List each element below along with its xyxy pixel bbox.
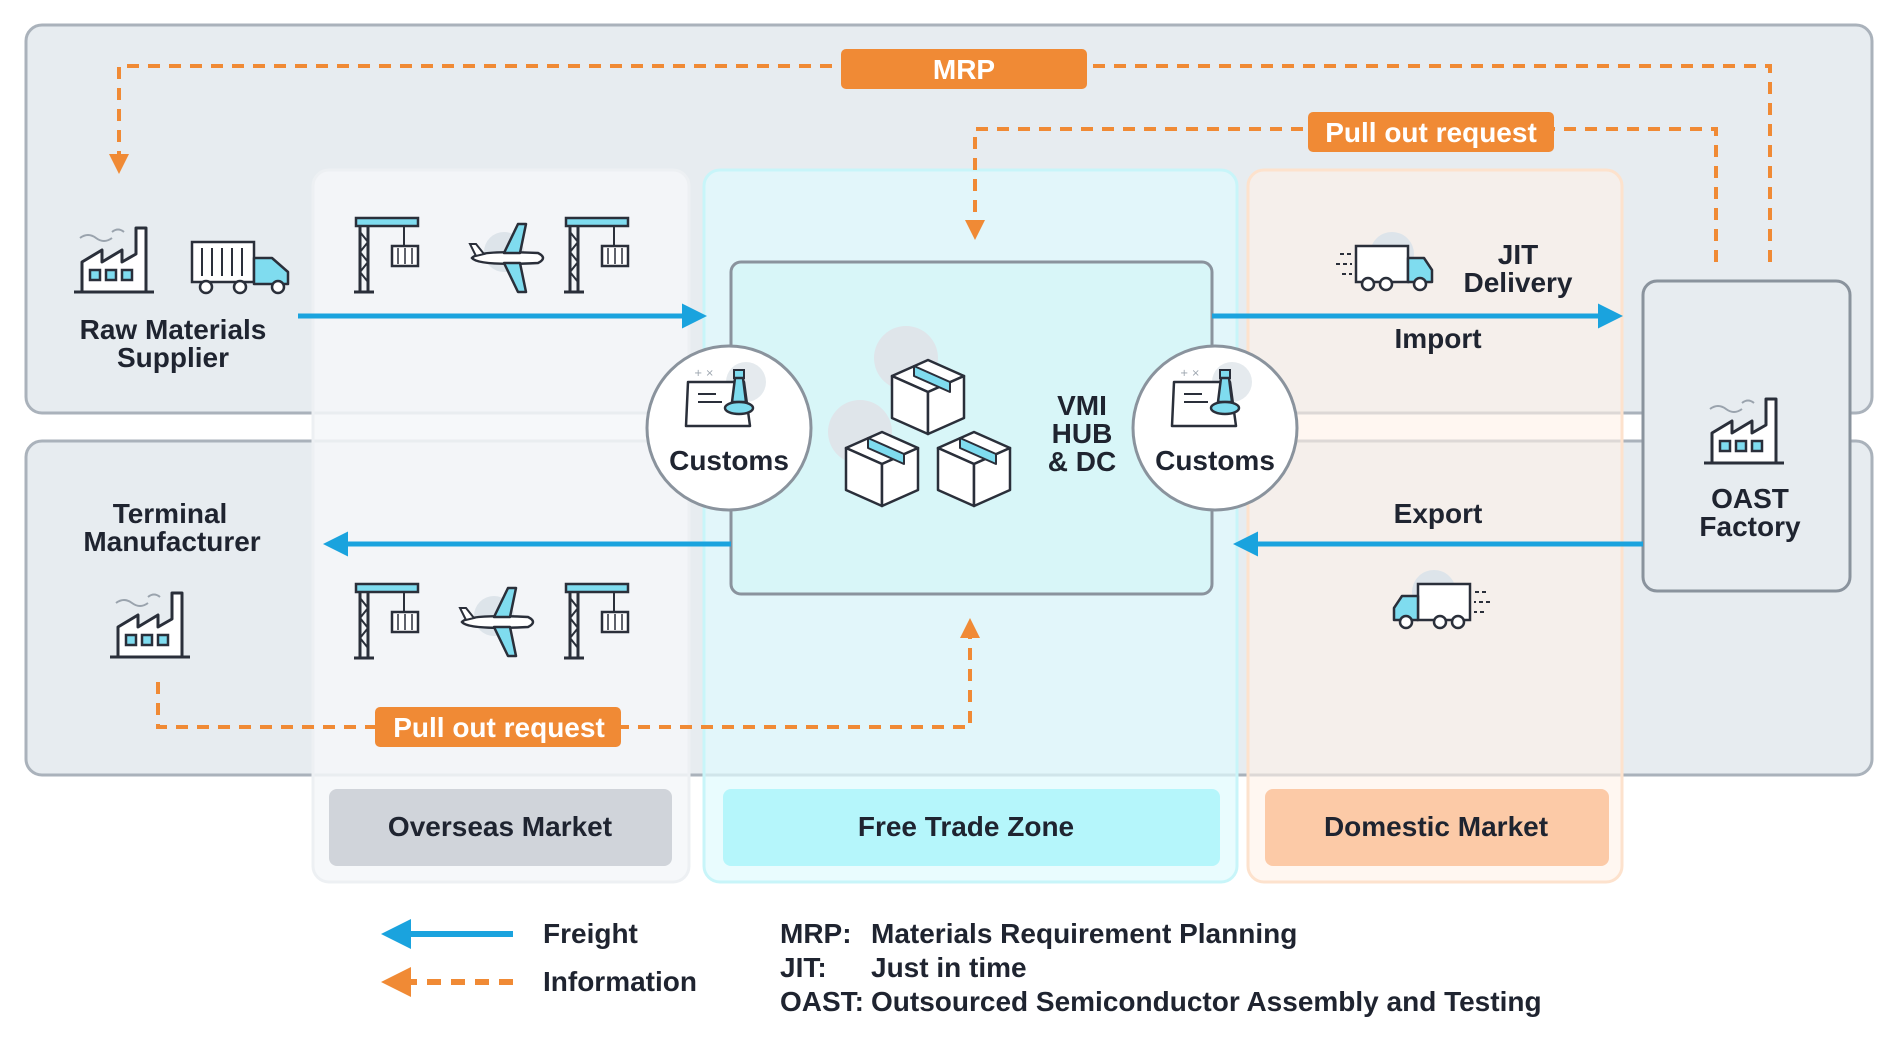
export-label: Export [1394,498,1483,529]
jit-delivery-line2: Delivery [1464,267,1573,298]
terminal-line1: Terminal [113,498,228,529]
zone-domestic [1246,168,1624,884]
oast-factory-line1: OAST [1711,483,1789,514]
vmi-hub-line2: HUB [1052,418,1113,449]
overseas-market-label: Overseas Market [388,811,612,842]
container-truck-icon [190,240,290,295]
free-trade-zone-label: Free Trade Zone [858,811,1074,842]
zone-overseas [311,168,691,884]
legend-def-text-oast: Outsourced Semiconductor Assembly and Te… [871,986,1542,1017]
boxes-icon [828,326,1012,508]
legend-def-abbr-mrp: MRP: [780,918,852,949]
info-arrow-mrp [109,64,1772,262]
customs-right-label: Customs [1155,445,1275,476]
mrp-badge-text: MRP [933,54,995,85]
pull-bottom-badge [375,707,621,747]
legend-def-text-mrp: Materials Requirement Planning [871,918,1297,949]
legend-def-abbr-oast: OAST: [780,986,864,1017]
customs-left: Customs [645,344,813,512]
domestic-label-bg [1265,789,1609,866]
legend-freight-label: Freight [543,918,638,949]
legend-def-text-jit: Just in time [871,952,1027,983]
pull-top-badge-text: Pull out request [1325,117,1537,148]
info-arrow-pull-top [965,127,1718,262]
raw-materials-line2: Supplier [117,342,229,373]
oast-factory-line2: Factory [1699,511,1801,542]
terminal-line2: Manufacturer [83,526,260,557]
domestic-market-label: Domestic Market [1324,811,1548,842]
raw-materials-line1: Raw Materials [80,314,267,345]
customs-left-label: Customs [669,445,789,476]
legend-information-label: Information [543,966,697,997]
jit-delivery-line1: JIT [1498,239,1538,270]
ftz-label-bg [723,789,1220,866]
vmi-hub-line1: VMI [1057,390,1107,421]
pull-bottom-badge-text: Pull out request [393,712,605,743]
pull-top-badge [1308,112,1554,152]
legend-def-abbr-jit: JIT: [780,952,827,983]
vmi-hub-line3: & DC [1048,446,1116,477]
customs-right: Customs [1131,344,1299,512]
mrp-badge [841,49,1087,89]
overseas-label-bg [329,789,672,866]
import-label: Import [1394,323,1481,354]
